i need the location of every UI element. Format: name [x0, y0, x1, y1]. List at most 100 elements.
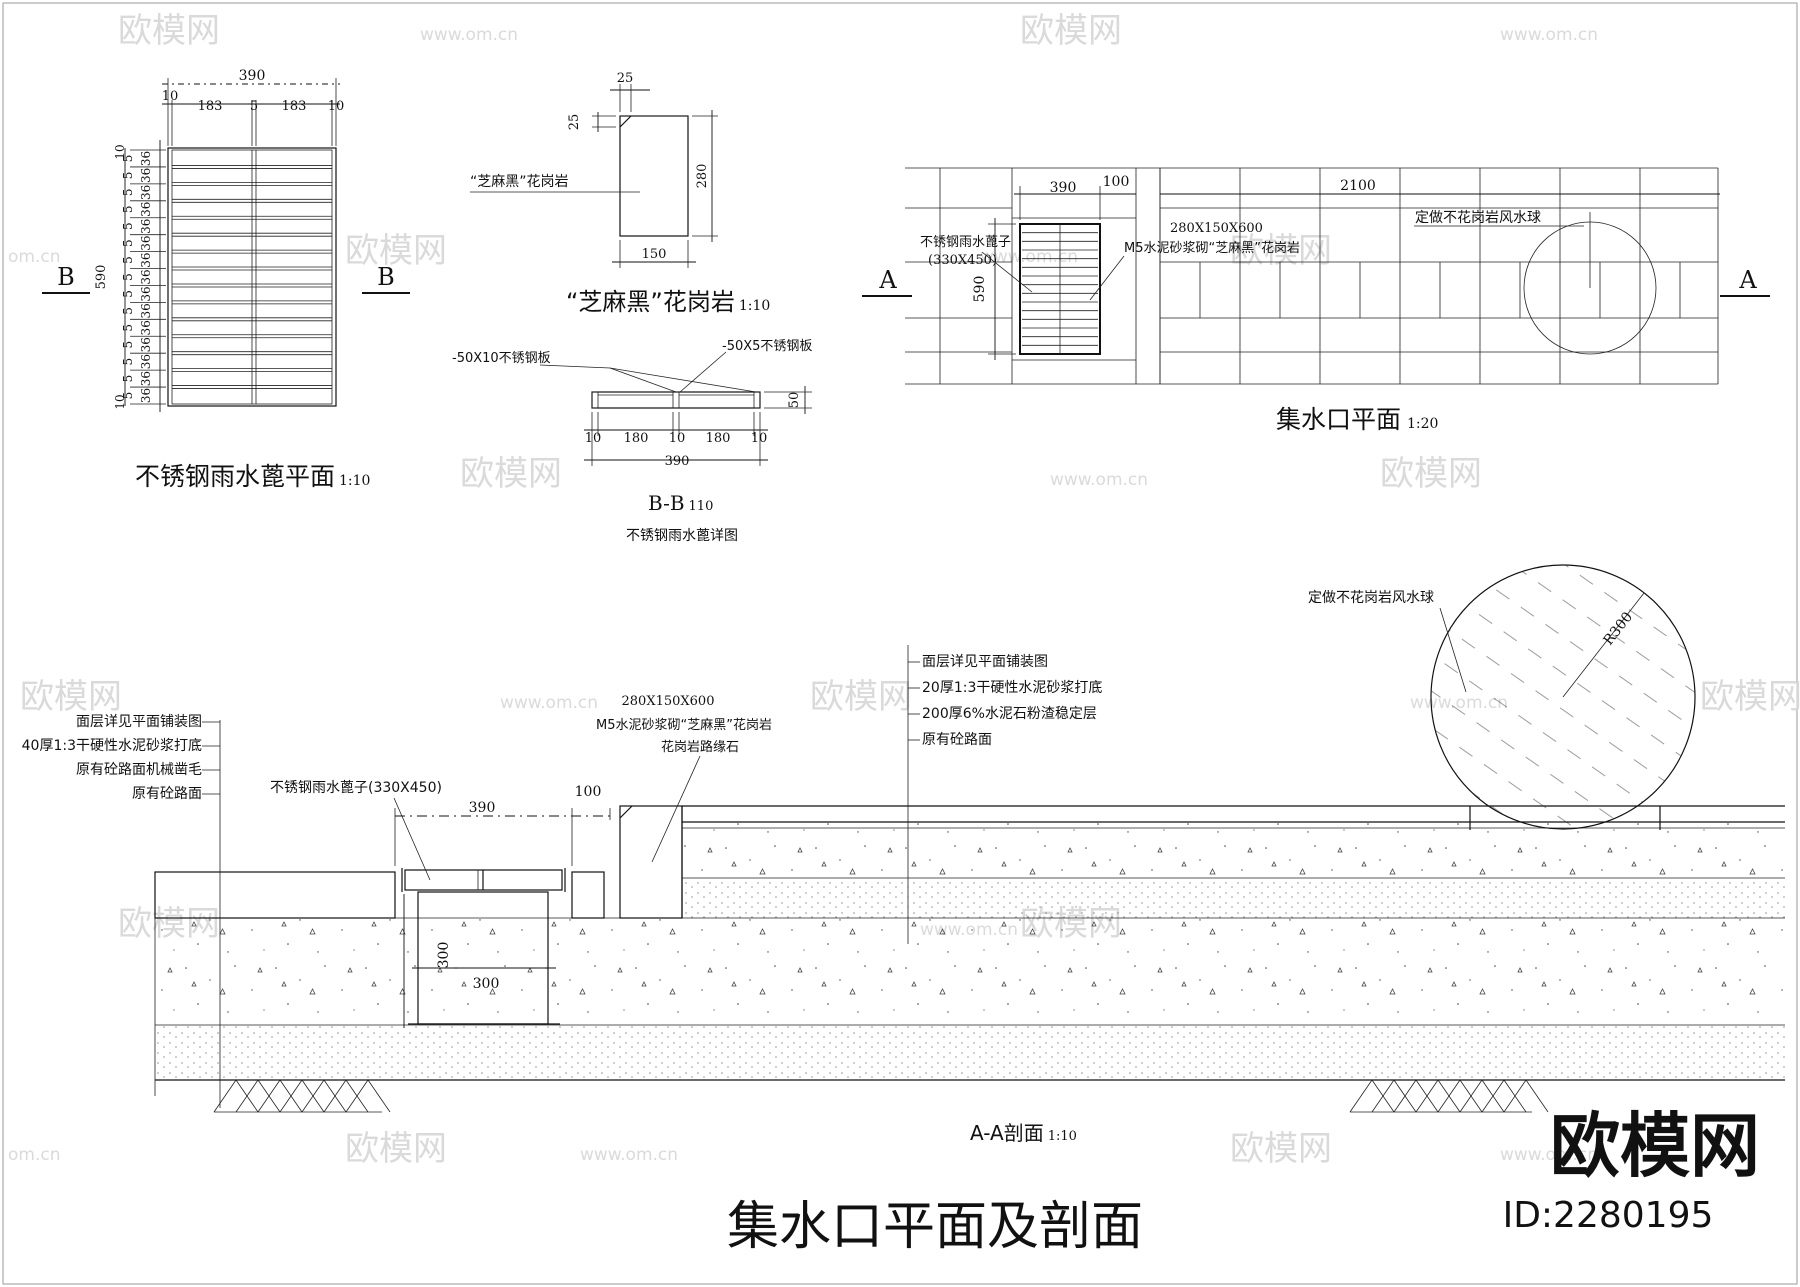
grate-row-dim-small: 5	[121, 205, 135, 213]
bb-subtitle: 不锈钢雨水蓖详图	[626, 528, 738, 544]
section-mark-b-left: B	[57, 263, 75, 291]
plan-grate-label: 不锈钢雨水蓖子	[920, 235, 1011, 250]
watermark-site: www.om.cn	[1050, 470, 1148, 490]
section-dim-pit-h: 300	[436, 942, 452, 969]
grate-row-dim-bar: 36	[139, 168, 153, 183]
section-curb-label: M5水泥砂浆砌“芝麻黑”花岗岩	[596, 717, 772, 733]
bb-part-2: 180	[624, 431, 649, 446]
watermark-brand: 欧模网	[345, 231, 447, 271]
brand-logo-name: 欧模网	[1550, 1105, 1760, 1187]
grate-row-dim-bar: 36	[139, 235, 153, 250]
left-layer-label: 原有砼路面机械凿毛	[76, 762, 202, 778]
grate-row-dim-small: 5	[121, 341, 135, 349]
plan-stone-label: M5水泥砂浆砌“芝麻黑”花岗岩	[1124, 240, 1300, 256]
watermark-site: www.om.cn	[580, 1145, 678, 1165]
bb-label-right: -50X5不锈钢板	[722, 339, 812, 354]
granite-label: “芝麻黑”花岗岩	[470, 174, 569, 190]
grate-row-dim-small: 5	[121, 358, 135, 366]
watermark-brand: 欧模网	[1020, 11, 1122, 51]
grate-row-dim-small: 5	[121, 222, 135, 230]
grate-row-dim-small: 5	[121, 155, 135, 163]
bb-total: 390	[665, 454, 690, 469]
left-layer-label: 40厚1:3干硬性水泥砂浆打底	[22, 737, 202, 754]
watermark-brand: 欧模网	[118, 11, 220, 51]
section-curb-label2: 花岗岩路缘石	[661, 739, 739, 755]
grate-row-dim-bar: 36	[139, 252, 153, 267]
watermark-brand: 欧模网	[20, 677, 122, 717]
grate-row-dim-bar: 36	[139, 269, 153, 284]
grate-row-dim-bar: 36	[139, 320, 153, 335]
grate-row-dim-bar: 36	[139, 303, 153, 318]
section-mark-a-left: A	[878, 266, 897, 294]
grate-row-dim-bar: 36	[139, 151, 153, 166]
grate-row-dim-bar: 36	[139, 202, 153, 217]
bb-height: 50	[787, 392, 802, 409]
watermark-site: www.om.cn	[1500, 25, 1598, 45]
grate-row-dim-small: 5	[121, 273, 135, 281]
brand-logo-id: ID:2280195	[1503, 1195, 1714, 1236]
watermark-site: www.om.cn	[1500, 1145, 1598, 1165]
bb-part-5: 10	[751, 431, 768, 446]
granite-height-dim: 280	[695, 164, 710, 189]
grate-row-dim-bar: 36	[139, 219, 153, 234]
grate-row-dim-small: 5	[121, 307, 135, 315]
grate-row-dim-edge-bottom: 10	[113, 394, 127, 409]
section-dim-390: 390	[469, 800, 496, 816]
brand-logo: 欧模网 ID:2280195	[1503, 1105, 1760, 1236]
right-layer-label: 原有砼路面	[922, 732, 992, 748]
grate-row-dim-bar: 36	[139, 388, 153, 403]
watermark-site-short: om.cn	[8, 1145, 61, 1165]
watermark-site: www.om.cn	[420, 25, 518, 45]
watermark-brand: 欧模网	[810, 677, 912, 717]
bb-part-1: 10	[585, 431, 602, 446]
watermark-layer: 欧模网欧模网欧模网欧模网欧模网欧模网欧模网欧模网欧模网欧模网欧模网欧模网欧模网w…	[8, 11, 1800, 1169]
granite-width-dim: 150	[642, 247, 667, 262]
granite-chamfer-dim: 25	[567, 114, 582, 131]
watermark-site-short: om.cn	[8, 247, 61, 267]
left-layer-label: 原有砼路面	[132, 786, 202, 802]
section-ball-label: 定做不花岗岩风水球	[1308, 590, 1434, 606]
grate-width-part-4: 183	[282, 99, 307, 114]
bb-part-4: 180	[706, 431, 731, 446]
watermark-brand: 欧模网	[460, 454, 562, 494]
grate-row-dim-small: 5	[121, 189, 135, 197]
section-mark-a-right: A	[1738, 266, 1757, 294]
watermark-brand: 欧模网	[1700, 677, 1800, 717]
section-curb-size: 280X150X600	[622, 694, 715, 709]
plan-dim-length: 2100	[1340, 178, 1376, 194]
grate-row-dim-small: 5	[121, 392, 135, 400]
right-layer-label: 200厚6%水泥石粉渣稳定层	[922, 706, 1097, 722]
grate-row-dim-bar: 36	[139, 286, 153, 301]
section-grate-label: 不锈钢雨水蓖子(330X450)	[270, 780, 442, 796]
grate-width-part-2: 183	[198, 99, 223, 114]
aa-section: 390 100 300 300 R300 定做不花岗岩风水球 面层详见平面铺装图…	[22, 564, 1785, 1145]
plan-ball-label: 定做不花岗岩风水球	[1415, 210, 1541, 226]
grate-row-dim-small: 5	[121, 239, 135, 247]
catch-basin-plan: 定做不花岗岩风水球 390 100 2100 590 不锈钢雨水蓖子 (330X…	[862, 167, 1770, 434]
grate-row-dim-small: 5	[121, 256, 135, 264]
section-dim-100: 100	[575, 784, 602, 800]
plan-grate-size: (330X450)	[928, 253, 997, 268]
watermark-brand: 欧模网	[345, 1129, 447, 1169]
plan-dim-height: 590	[972, 276, 988, 303]
right-layer-label: 20厚1:3干硬性水泥砂浆打底	[922, 679, 1102, 696]
watermark-brand: 欧模网	[1380, 454, 1482, 494]
grate-height-dim: 590	[94, 265, 109, 290]
section-dim-pit-w: 300	[473, 976, 500, 992]
plan-dim-grate: 390	[1050, 180, 1077, 196]
watermark-brand: 欧模网	[1230, 1129, 1332, 1169]
grate-row-dim-bar: 36	[139, 354, 153, 369]
grate-row-dim-bar: 36	[139, 371, 153, 386]
plan-stone-size: 280X150X600	[1170, 221, 1263, 236]
grate-row-dim-bar: 36	[139, 337, 153, 352]
granite-top-dim: 25	[617, 71, 634, 86]
grate-row-dim-edge-top: 10	[113, 144, 127, 159]
